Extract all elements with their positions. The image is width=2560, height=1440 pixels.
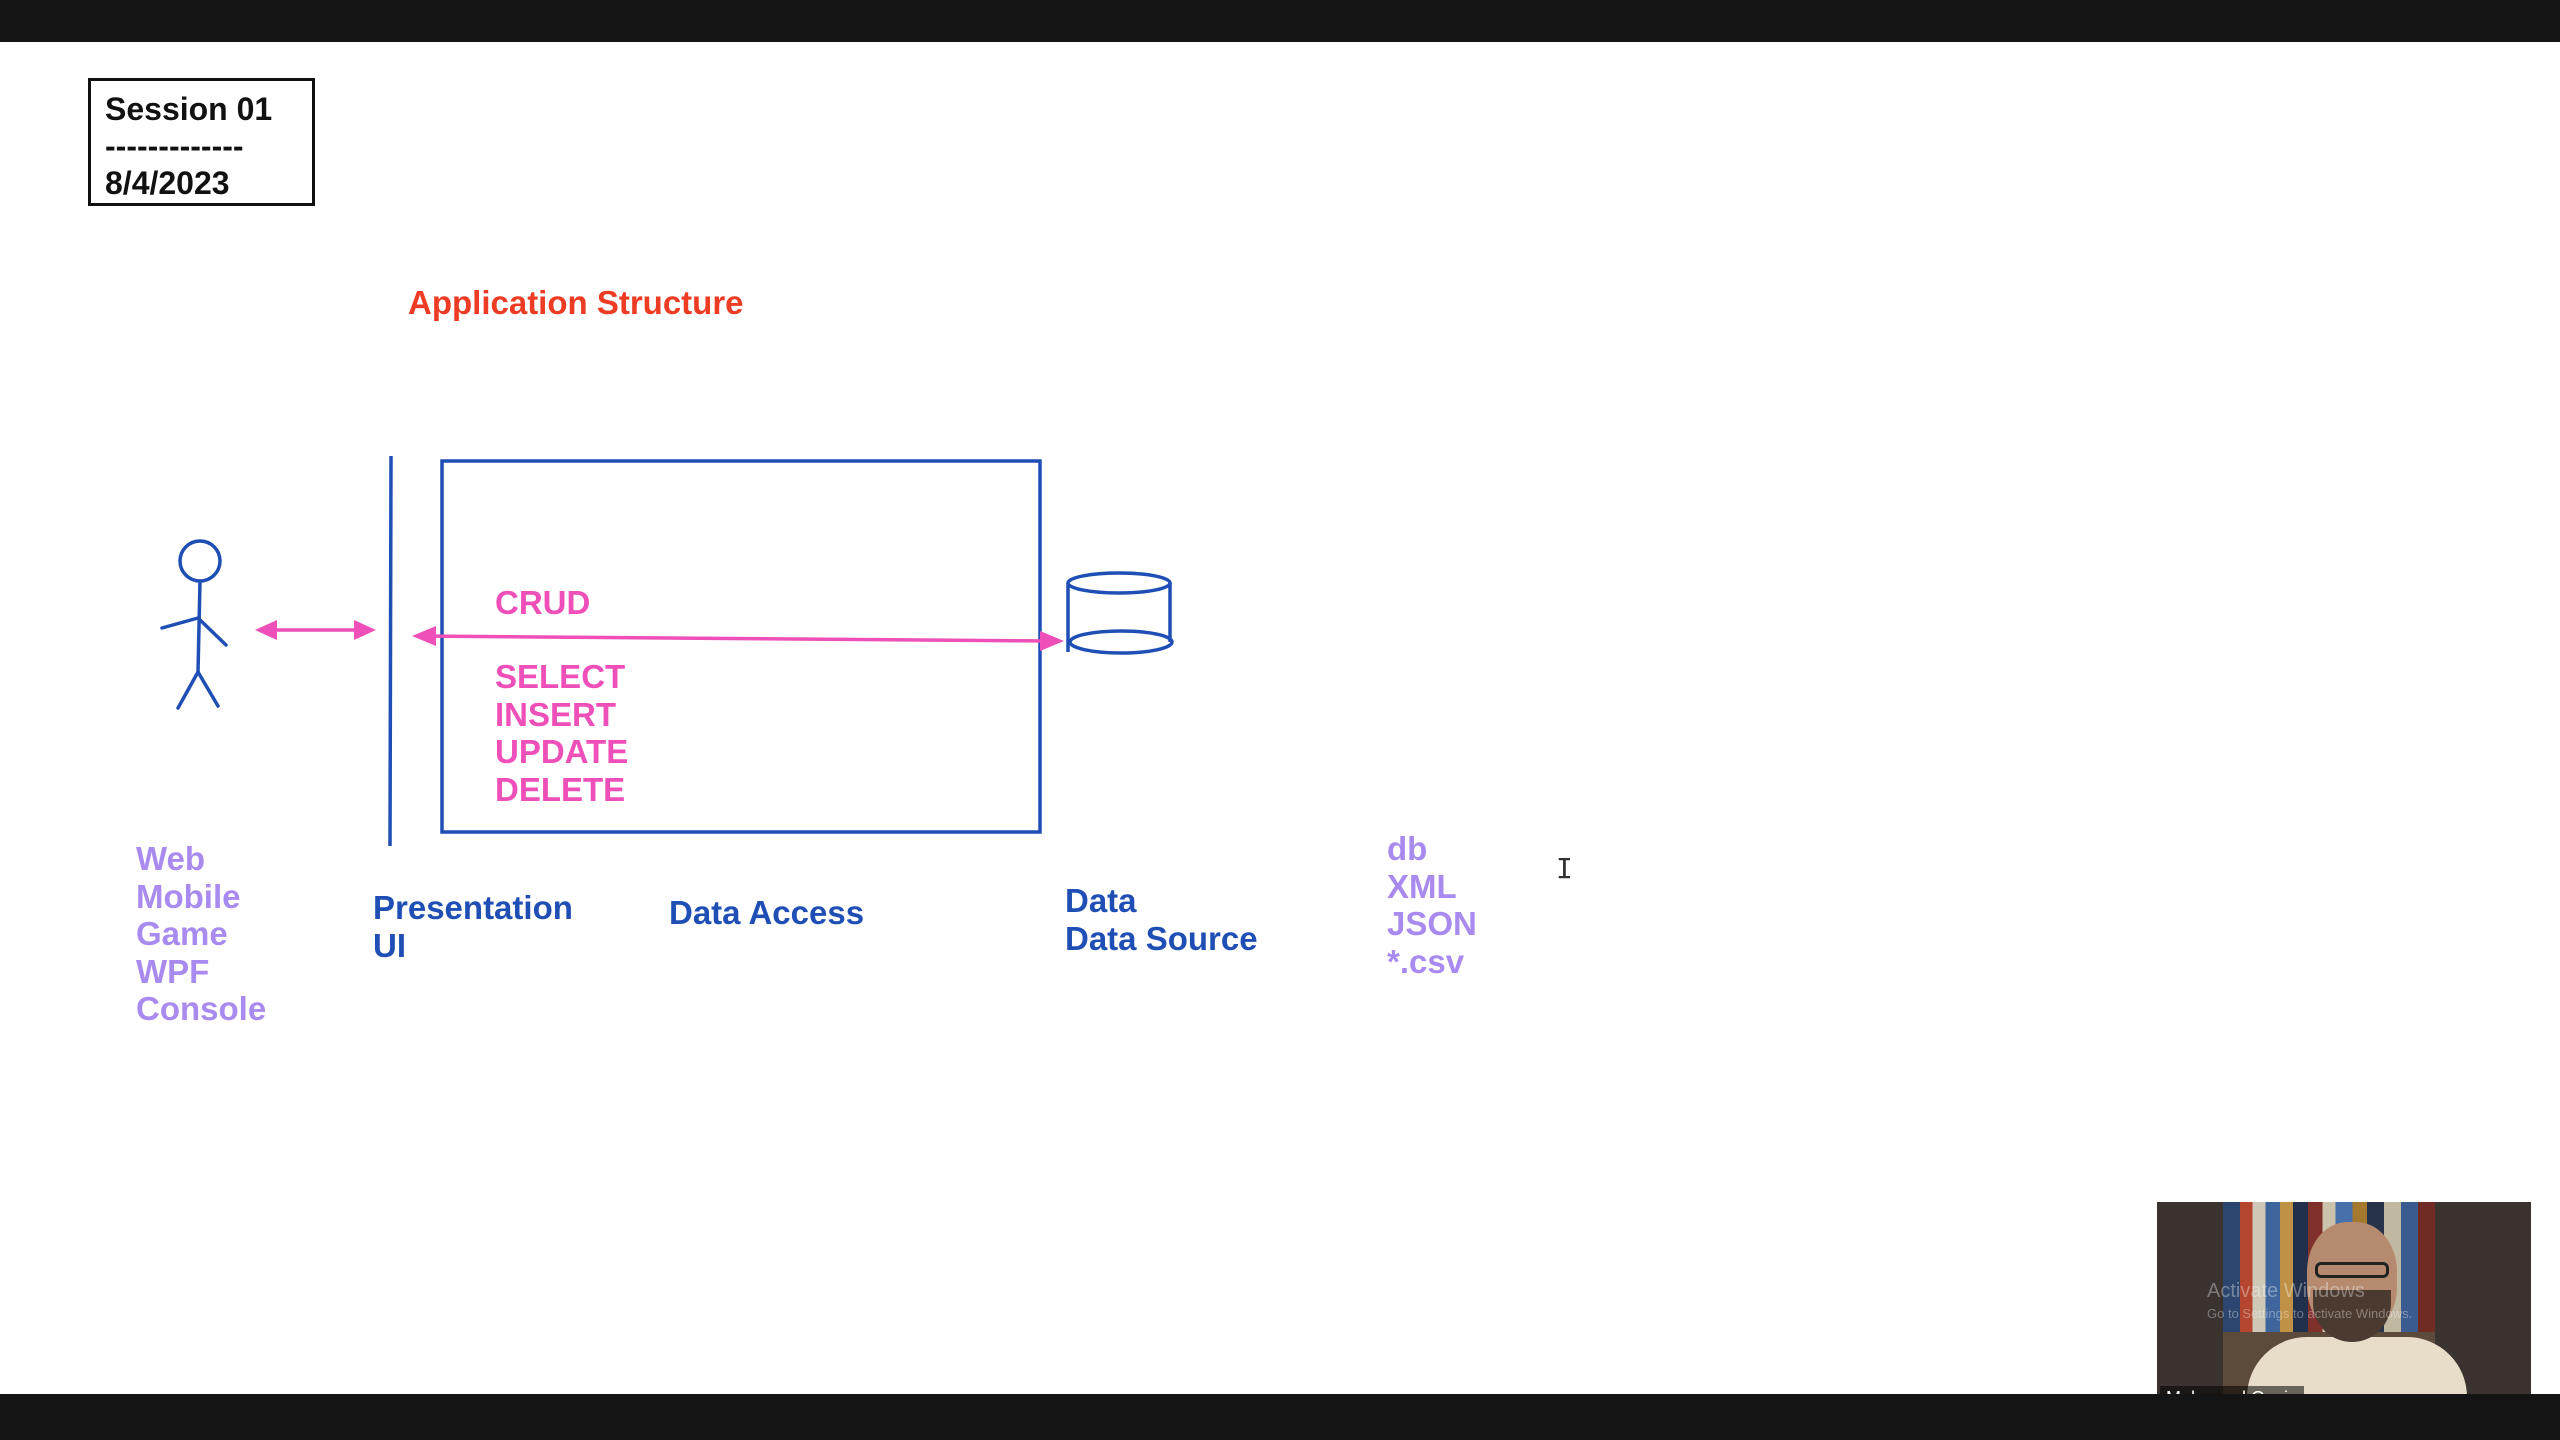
- user-presentation-arrow: [255, 620, 376, 640]
- data-label-line1: Data: [1065, 882, 1137, 919]
- crud-label: CRUD: [495, 584, 591, 621]
- operation-insert: INSERT: [495, 695, 617, 733]
- client-web: Web: [136, 840, 206, 877]
- client-game: Game: [136, 915, 228, 952]
- client-wpf: WPF: [136, 952, 210, 990]
- operation-delete: DELETE: [495, 770, 626, 808]
- participant-video-tile[interactable]: Activate Windows Go to Settings to activ…: [2157, 1202, 2531, 1412]
- operation-select: SELECT: [495, 658, 626, 695]
- whiteboard-canvas[interactable]: [0, 42, 2560, 1394]
- presentation-label-line1: Presentation: [373, 889, 573, 926]
- source-json: JSON: [1387, 905, 1477, 942]
- presentation-label-line2: UI: [373, 926, 406, 964]
- top-bar: [0, 0, 2560, 42]
- user-stick-figure-icon: [160, 539, 228, 710]
- data-source-label: Data Data Source: [1065, 882, 1258, 957]
- diagram-title: Application Structure: [408, 284, 744, 321]
- watermark-title: Activate Windows: [2207, 1280, 2365, 1302]
- presentation-layer-line: [388, 455, 393, 847]
- data-source-types-list: db XML JSON *.csv: [1387, 830, 1477, 980]
- data-label-line2: Data Source: [1065, 919, 1258, 957]
- database-icon: [1066, 571, 1174, 655]
- session-divider: -------------: [105, 128, 244, 164]
- session-info-box: Session 01 ------------- 8/4/2023: [88, 78, 315, 206]
- data-access-label: Data Access: [669, 894, 865, 931]
- source-xml: XML: [1387, 867, 1457, 905]
- participant-glasses: [2315, 1262, 2389, 1278]
- text-cursor-icon: I: [1556, 852, 1573, 885]
- source-csv: *.csv: [1387, 942, 1465, 980]
- presentation-label: Presentation UI: [373, 889, 573, 964]
- crud-arrow: [412, 626, 1064, 651]
- client-console: Console: [136, 990, 267, 1027]
- operations-list: SELECT INSERT UPDATE DELETE: [495, 658, 628, 808]
- session-number: Session 01: [105, 91, 273, 127]
- source-db: db: [1387, 830, 1428, 867]
- client-mobile: Mobile: [136, 877, 241, 915]
- session-date: 8/4/2023: [105, 165, 230, 201]
- watermark-subtitle: Go to Settings to activate Windows.: [2207, 1306, 2413, 1321]
- client-types-list: Web Mobile Game WPF Console: [136, 840, 266, 1028]
- bottom-bar: [0, 1394, 2560, 1440]
- operation-update: UPDATE: [495, 733, 629, 770]
